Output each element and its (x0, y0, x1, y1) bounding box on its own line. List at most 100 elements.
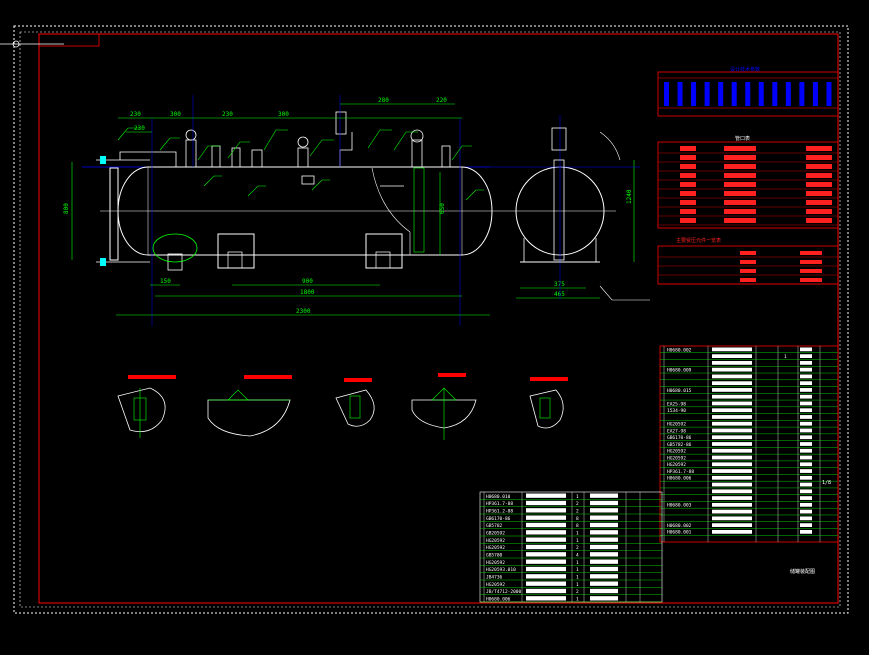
dim-side-bottom-1: 465 (554, 291, 565, 298)
bom-right-name-cell (712, 516, 752, 521)
bom-right-name-cell (712, 448, 752, 453)
bom-right-name-cell (712, 367, 752, 372)
bom-left-qty: 2 (576, 545, 579, 551)
main-elevation-view (82, 95, 505, 326)
nozzle-cell (806, 209, 832, 214)
bom-right-mat-cell (800, 367, 812, 372)
bom-left-mat-cell (590, 493, 618, 498)
bom-right-part-number: H0680.001 (667, 530, 692, 536)
bom-right-name-cell (712, 388, 752, 392)
title-block: 储罐装配图 (790, 568, 815, 575)
bom-right-rows: H0680.0021H0680.009H0680.015EA25-981534-… (660, 346, 838, 542)
bom-left-qty: 2 (576, 589, 579, 595)
bom-right-mat-cell (800, 462, 812, 467)
nozzle-table: 管口表 (657, 135, 839, 229)
saddle-left-web (227, 251, 243, 269)
level-gauge (109, 167, 119, 261)
side-angle-arc (599, 131, 621, 161)
bom-right-part-number: HP361.7-88 (667, 469, 694, 475)
bom-left-qty: 4 (576, 553, 579, 559)
bom-left-part-number: GB6170-86 (486, 516, 511, 522)
bom-right-mat-cell (800, 428, 812, 433)
nozzle-cell (724, 146, 756, 151)
component-grid (658, 251, 838, 285)
bom-left-mat-cell (590, 522, 618, 528)
comp-cell (740, 269, 756, 273)
bom-right-mat-cell (800, 496, 812, 500)
bom-left-name-cell (526, 596, 566, 601)
bom-right-part-number: HG20592 (667, 449, 686, 455)
comp-cell (740, 278, 756, 282)
bom-left-name-cell (526, 552, 566, 557)
bom-right-name-cell (712, 502, 752, 507)
outer-dashed-frame (13, 25, 849, 614)
comp-cell (740, 251, 756, 255)
bom-right-name-cell (712, 482, 752, 487)
nozzle-cell (806, 182, 832, 187)
bom-left-part-number: H0680.010 (486, 494, 511, 500)
dim-bottom-3: 2300 (296, 308, 311, 315)
bom-right-name-cell (712, 394, 752, 399)
nozzle-cell (806, 173, 832, 178)
nozzle-cell (806, 200, 832, 205)
bom-left-name-cell (526, 522, 566, 528)
bom-left-part-number: JB4736 (486, 575, 503, 581)
bom-left-mat-cell (590, 530, 618, 535)
dim-mid-height: 650 (439, 203, 446, 214)
param-cell (731, 82, 737, 106)
red-drawing-border (38, 33, 839, 604)
bom-right-name-cell (712, 489, 752, 494)
detail-views (117, 373, 568, 440)
bom-right-mat-cell (800, 394, 812, 399)
dim-top-4: 280 (378, 97, 389, 104)
bom-left-qty: 2 (576, 501, 579, 507)
bom-right-mat-cell (800, 529, 812, 534)
bom-right-mat-cell (800, 502, 812, 507)
bom-left-part-number: GB5782 (486, 523, 503, 529)
bom-right-mat-cell (800, 408, 812, 413)
nozzle-cell (680, 155, 696, 160)
bom-right-name-cell (712, 415, 752, 419)
dim-bottom-1: 900 (302, 278, 313, 285)
bom-left-qty: 1 (576, 494, 579, 500)
bom-right-mat-cell (800, 523, 812, 527)
bom-left-qty: 1 (576, 575, 579, 581)
bom-left-name-cell (526, 559, 566, 564)
bom-left-part-number: HG20593.010 (486, 567, 516, 573)
detail-view-2 (207, 375, 292, 437)
bom-right-qty: 1 (784, 354, 787, 360)
bom-right-mat-cell (800, 381, 812, 386)
bom-right-mat-cell (800, 509, 812, 514)
nozzle-cell (680, 209, 696, 214)
bom-right-part-number: H0680.002 (667, 347, 692, 353)
param-cell (812, 82, 818, 106)
bom-left-name-cell (526, 566, 566, 572)
bom-left-qty: 1 (576, 582, 579, 588)
param-cell (826, 82, 832, 106)
bom-right-part-number: H0680.009 (667, 368, 692, 374)
bom-left-qty: 2 (576, 509, 579, 515)
bom-right-name-cell (712, 408, 752, 413)
bom-right-mat-cell (800, 374, 812, 379)
bom-left-part-number: HG20592 (486, 545, 505, 551)
dim-top-1: 300 (170, 111, 181, 118)
bom-right-name-cell (712, 347, 752, 352)
bom-right-part-number: H0680.015 (667, 388, 692, 394)
inlet-pipe (119, 151, 177, 167)
bom-right-mat-cell (800, 482, 812, 487)
bom-left-mat-cell (590, 574, 618, 579)
bom-right-name-cell (712, 435, 752, 440)
bom-left-name-cell (526, 581, 566, 586)
table-top-title: 设计技术参数 (730, 66, 760, 73)
bom-right-part-number: HG20592 (667, 462, 686, 468)
param-cell (785, 82, 791, 106)
bom-right-mat-cell (800, 475, 812, 480)
nozzle-cell (680, 164, 696, 169)
bom-left-part-number: HG20592 (486, 538, 505, 544)
bom-right-name-cell (712, 354, 752, 359)
bom-right-part-number: EA27-98 (667, 428, 686, 434)
param-cell (758, 82, 764, 106)
bom-left-mat-cell (590, 500, 618, 506)
top-nozzles (185, 111, 451, 185)
